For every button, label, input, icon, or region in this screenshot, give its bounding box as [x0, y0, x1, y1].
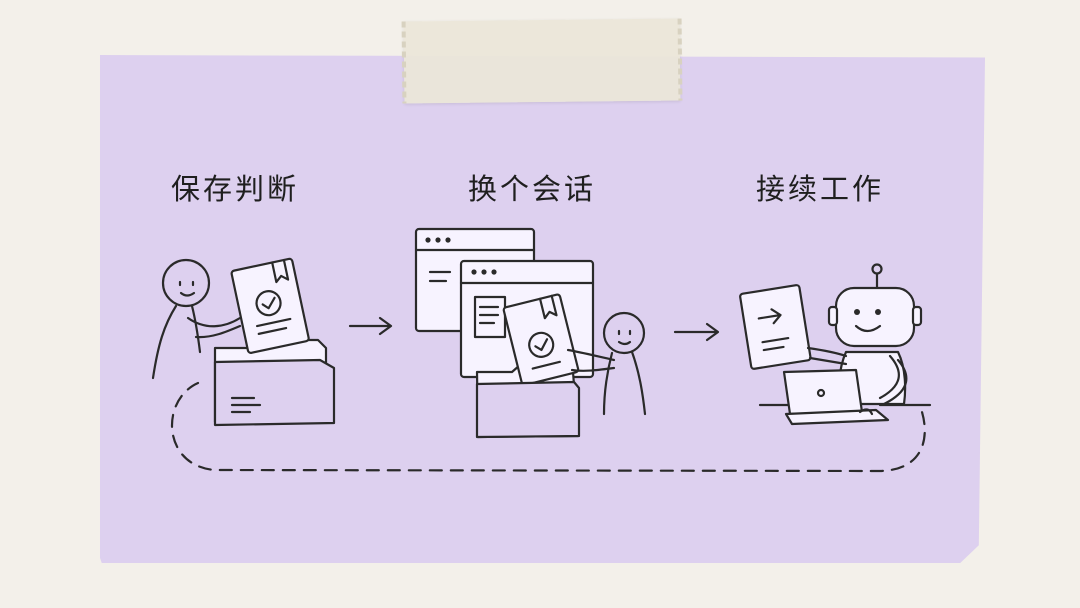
browser-windows-handoff-icon [416, 229, 645, 437]
robot-antenna-icon [873, 265, 882, 274]
robot-head-icon [836, 288, 914, 346]
document-icon [740, 285, 811, 369]
folder-icon [215, 360, 334, 425]
person-head-icon [604, 313, 644, 353]
person-head-icon [163, 260, 209, 306]
dashed-loop-connector [172, 383, 925, 471]
robot-at-laptop-icon [740, 265, 930, 425]
arrow-right-icon [675, 324, 718, 340]
stage-label-continue: 接续工作 [755, 172, 884, 206]
folder-icon [477, 382, 579, 437]
stage-label-save: 保存判断 [170, 172, 299, 206]
arrow-right-icon [350, 318, 391, 334]
stick-figure-saving-document-to-folder [153, 258, 334, 425]
stage-label-switch-session: 换个会话 [467, 172, 596, 206]
